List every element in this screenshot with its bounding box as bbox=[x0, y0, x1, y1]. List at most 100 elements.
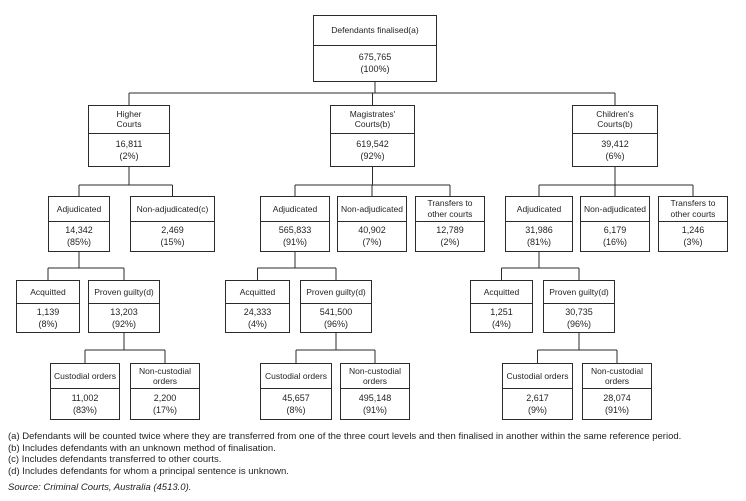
node-value: 565,833 (91%) bbox=[261, 222, 329, 251]
node-count: 2,469 bbox=[161, 225, 184, 236]
node-count: 14,342 bbox=[65, 225, 93, 236]
node-percent: (91%) bbox=[362, 405, 387, 416]
node-childrens-non-custodial-orders: Non-custodial orders 28,074 (91%) bbox=[582, 363, 652, 420]
node-value: 39,412 (6%) bbox=[573, 134, 657, 166]
footnote-b: (b) Includes defendants with an unknown … bbox=[8, 442, 276, 454]
node-label: Defendants finalised(a) bbox=[314, 16, 436, 46]
node-higher-custodial-orders: Custodial orders 11,002 (83%) bbox=[50, 363, 120, 420]
node-count: 2,200 bbox=[153, 393, 177, 404]
node-count: 2,617 bbox=[526, 393, 549, 404]
node-magistrates-non-custodial-orders: Non-custodial orders 495,148 (91%) bbox=[340, 363, 410, 420]
node-value: 2,200 (17%) bbox=[131, 389, 199, 419]
node-percent: (4%) bbox=[247, 319, 267, 330]
node-label: Non-custodial orders bbox=[341, 364, 409, 390]
node-percent: (92%) bbox=[360, 150, 385, 161]
node-percent: (9%) bbox=[527, 405, 547, 416]
node-magistrates-adjudicated: Adjudicated 565,833 (91%) bbox=[260, 196, 330, 252]
node-label: Acquitted bbox=[17, 281, 79, 305]
node-percent: (3%) bbox=[683, 237, 703, 248]
footnotes: (a) Defendants will be counted twice whe… bbox=[8, 431, 681, 477]
node-percent: (81%) bbox=[526, 237, 551, 248]
node-value: 6,179 (16%) bbox=[581, 222, 649, 251]
node-percent: (4%) bbox=[491, 319, 511, 330]
node-value: 40,902 (7%) bbox=[338, 222, 406, 251]
node-count: 24,333 bbox=[243, 307, 272, 318]
node-value: 31,986 (81%) bbox=[506, 222, 572, 251]
node-magistrates-proven-guilty: Proven guilty(d) 541,500 (96%) bbox=[300, 280, 372, 333]
node-higher-courts: Higher Courts 16,811 (2%) bbox=[88, 105, 170, 167]
node-higher-adjudicated: Adjudicated 14,342 (85%) bbox=[48, 196, 110, 252]
node-percent: (91%) bbox=[282, 237, 307, 248]
node-magistrates-courts: Magistrates' Courts(b) 619,542 (92%) bbox=[330, 105, 415, 167]
node-magistrates-transfers: Transfers to other courts 12,789 (2%) bbox=[415, 196, 485, 252]
node-value: 24,333 (4%) bbox=[226, 304, 289, 332]
footnote-a: (a) Defendants will be counted twice whe… bbox=[8, 431, 682, 442]
node-value: 28,074 (91%) bbox=[583, 389, 651, 419]
node-count: 1,139 bbox=[36, 307, 60, 318]
node-label: Acquitted bbox=[226, 281, 289, 305]
node-label: Non-adjudicated(c) bbox=[131, 197, 214, 222]
node-count: 31,986 bbox=[525, 225, 553, 236]
node-label: Custodial orders bbox=[51, 364, 119, 390]
node-count: 541,500 bbox=[319, 307, 353, 318]
node-count: 1,246 bbox=[681, 225, 705, 236]
node-value: 2,469 (15%) bbox=[131, 222, 214, 251]
node-count: 675,765 bbox=[358, 52, 392, 63]
node-label: Acquitted bbox=[471, 281, 532, 305]
node-percent: (17%) bbox=[152, 405, 177, 416]
node-percent: (91%) bbox=[604, 405, 629, 416]
node-percent: (92%) bbox=[111, 319, 136, 330]
node-childrens-transfers: Transfers to other courts 1,246 (3%) bbox=[658, 196, 728, 252]
node-value: 16,811 (2%) bbox=[89, 134, 169, 166]
node-higher-non-adjudicated: Non-adjudicated(c) 2,469 (15%) bbox=[130, 196, 215, 252]
node-childrens-adjudicated: Adjudicated 31,986 (81%) bbox=[505, 196, 573, 252]
node-label: Proven guilty(d) bbox=[544, 281, 614, 305]
node-percent: (83%) bbox=[72, 405, 97, 416]
node-label: Non-adjudicated bbox=[338, 197, 406, 222]
node-percent: (15%) bbox=[160, 237, 185, 248]
node-count: 16,811 bbox=[115, 138, 143, 149]
node-count: 28,074 bbox=[603, 393, 631, 404]
node-percent: (7%) bbox=[362, 237, 382, 248]
node-count: 1,251 bbox=[490, 307, 513, 318]
node-childrens-custodial-orders: Custodial orders 2,617 (9%) bbox=[502, 363, 573, 420]
node-magistrates-custodial-orders: Custodial orders 45,657 (8%) bbox=[260, 363, 332, 420]
node-count: 30,735 bbox=[565, 307, 593, 318]
node-percent: (96%) bbox=[323, 319, 348, 330]
node-label: Transfers to other courts bbox=[659, 197, 727, 222]
node-percent: (8%) bbox=[38, 319, 58, 330]
node-higher-acquitted: Acquitted 1,139 (8%) bbox=[16, 280, 80, 333]
node-childrens-acquitted: Acquitted 1,251 (4%) bbox=[470, 280, 533, 333]
node-value: 12,789 (2%) bbox=[416, 222, 484, 251]
footnote-d: (d) Includes defendants for whom a princ… bbox=[8, 465, 289, 477]
node-label: Magistrates' Courts(b) bbox=[331, 106, 414, 134]
node-count: 495,148 bbox=[358, 393, 392, 404]
node-value: 11,002 (83%) bbox=[51, 389, 119, 419]
node-value: 675,765 (100%) bbox=[314, 46, 436, 81]
node-value: 495,148 (91%) bbox=[341, 389, 409, 419]
node-higher-proven-guilty: Proven guilty(d) 13,203 (92%) bbox=[88, 280, 160, 333]
node-value: 1,246 (3%) bbox=[659, 222, 727, 251]
node-label: Adjudicated bbox=[506, 197, 572, 222]
node-label: Non-adjudicated bbox=[581, 197, 649, 222]
node-magistrates-non-adjudicated: Non-adjudicated 40,902 (7%) bbox=[337, 196, 407, 252]
node-percent: (2%) bbox=[119, 150, 139, 161]
node-count: 6,179 bbox=[603, 225, 627, 236]
node-value: 541,500 (96%) bbox=[301, 304, 371, 332]
node-childrens-courts: Children's Courts(b) 39,412 (6%) bbox=[572, 105, 658, 167]
node-value: 13,203 (92%) bbox=[89, 304, 159, 332]
node-magistrates-acquitted: Acquitted 24,333 (4%) bbox=[225, 280, 290, 333]
node-label: Children's Courts(b) bbox=[573, 106, 657, 134]
node-count: 13,203 bbox=[110, 307, 138, 318]
node-higher-non-custodial-orders: Non-custodial orders 2,200 (17%) bbox=[130, 363, 200, 420]
node-value: 1,251 (4%) bbox=[471, 304, 532, 332]
node-label: Adjudicated bbox=[261, 197, 329, 222]
node-count: 619,542 bbox=[356, 138, 389, 149]
node-percent: (16%) bbox=[602, 237, 627, 248]
node-percent: (96%) bbox=[566, 319, 591, 330]
node-label: Non-custodial orders bbox=[583, 364, 651, 390]
node-percent: (6%) bbox=[605, 150, 625, 161]
node-count: 12,789 bbox=[436, 225, 464, 236]
node-label: Higher Courts bbox=[89, 106, 169, 134]
